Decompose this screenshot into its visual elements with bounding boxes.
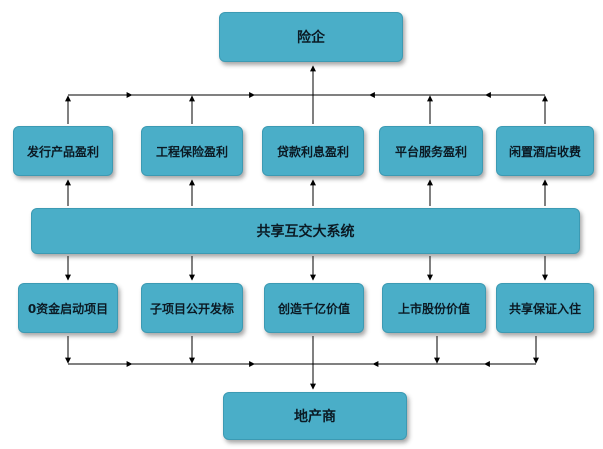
developer-node: 地产商 — [223, 392, 407, 440]
upper-node-issue-products: 发行产品盈利 — [13, 126, 113, 176]
insurer-node: 险企 — [219, 12, 403, 62]
lower-node-listed-shares: 上市股份价值 — [382, 283, 486, 333]
upper-node-idle-hotel-fee: 闲置酒店收费 — [496, 126, 594, 176]
upper-node-platform-service: 平台服务盈利 — [379, 126, 483, 176]
lower-node-subproject-bidding: 子项目公开发标 — [141, 283, 243, 333]
upper-node-loan-interest: 贷款利息盈利 — [262, 126, 364, 176]
lower-node-create-value: 创造千亿价值 — [264, 283, 364, 333]
central-system-node: 共享互交大系统 — [31, 208, 580, 254]
upper-node-engineering-insurance: 工程保险盈利 — [141, 126, 243, 176]
lower-node-guaranteed-stay: 共享保证入住 — [496, 283, 594, 333]
lower-node-zero-capital: 0资金启动项目 — [18, 283, 118, 333]
